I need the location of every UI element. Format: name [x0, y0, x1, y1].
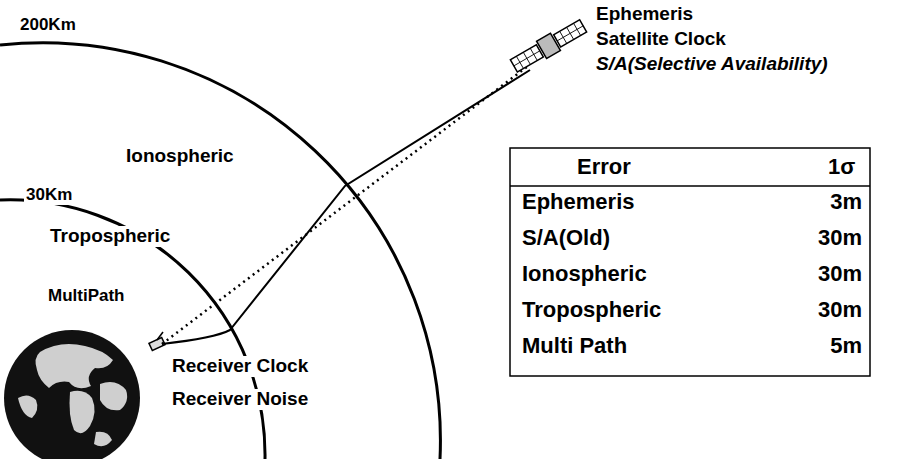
- direct-path: [162, 66, 528, 344]
- table-cell: Multi Path: [520, 334, 629, 358]
- table-header: Error: [575, 155, 633, 179]
- table-cell: 30m: [816, 226, 864, 250]
- table-cell: 30m: [816, 262, 864, 286]
- error-source: Ephemeris: [594, 4, 695, 25]
- table-cell: Ionospheric: [520, 262, 649, 286]
- continents: [18, 344, 127, 446]
- error-source: S/A(Selective Availability): [594, 54, 830, 75]
- layer-name: Tropospheric: [48, 226, 172, 247]
- table-cell: 5m: [828, 334, 864, 358]
- error-table: [510, 148, 870, 376]
- layer-height: 30Km: [24, 186, 74, 205]
- error-source: MultiPath: [46, 287, 127, 306]
- table-cell: Tropospheric: [520, 298, 663, 322]
- satellite: [509, 17, 588, 74]
- table-cell: 3m: [828, 190, 864, 214]
- earth-globe: [4, 330, 140, 459]
- table-cell: 30m: [816, 298, 864, 322]
- refracted-path: [162, 70, 530, 344]
- table-cell: Ephemeris: [520, 190, 637, 214]
- error-source: Receiver Noise: [170, 389, 310, 410]
- receiver: [149, 332, 165, 351]
- layer-height: 200Km: [18, 16, 78, 35]
- layer-name: Ionospheric: [124, 146, 236, 167]
- error-source: Receiver Clock: [170, 356, 310, 377]
- table-cell: S/A(Old): [520, 226, 612, 250]
- table-header-rule: [510, 185, 870, 187]
- table-header: 1σ: [826, 155, 857, 179]
- error-source: Satellite Clock: [594, 29, 728, 50]
